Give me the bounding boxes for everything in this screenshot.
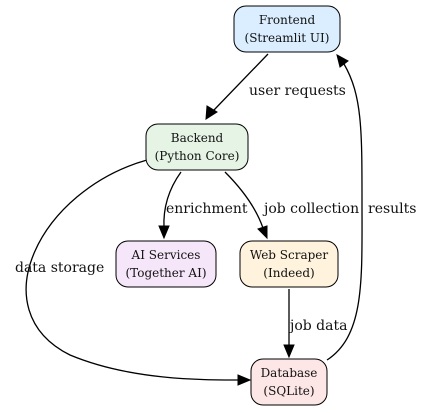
edge-backend-to-web-scraper: [224, 171, 268, 240]
node-backend: Backend (Python Core): [145, 123, 249, 171]
node-web-scraper-title: Web Scraper: [250, 248, 329, 262]
node-frontend: Frontend (Streamlit UI): [233, 5, 341, 53]
node-backend-subtitle: (Python Core): [155, 149, 240, 163]
edge-database-to-frontend: [326, 54, 363, 361]
edge-backend-to-database: [25, 159, 252, 386]
edge-label-job-collection: job collection: [262, 201, 359, 217]
edge-label-enrichment: enrichment: [166, 201, 248, 217]
edge-frontend-to-backend: [205, 53, 269, 120]
edge-label-results: results: [368, 201, 416, 217]
edge-label-data-storage: data storage: [15, 260, 104, 276]
node-ai-services-subtitle: (Together AI): [125, 266, 206, 280]
edge-web-scraper-to-database: [283, 289, 295, 359]
edge-label-job-data: job data: [288, 318, 347, 334]
edge-label-user-requests: user requests: [249, 83, 346, 99]
node-backend-title: Backend: [171, 131, 224, 145]
node-database: Database (SQLite): [250, 358, 328, 406]
node-frontend-title: Frontend: [259, 13, 316, 27]
node-frontend-subtitle: (Streamlit UI): [245, 31, 330, 45]
node-database-title: Database: [261, 366, 318, 380]
node-database-subtitle: (SQLite): [263, 384, 314, 398]
node-ai-services-title: AI Services: [131, 248, 201, 262]
node-web-scraper-subtitle: (Indeed): [263, 266, 314, 280]
node-ai-services: AI Services (Together AI): [115, 240, 217, 288]
edge-backend-to-ai-services: [158, 171, 182, 240]
node-web-scraper: Web Scraper (Indeed): [239, 240, 339, 288]
